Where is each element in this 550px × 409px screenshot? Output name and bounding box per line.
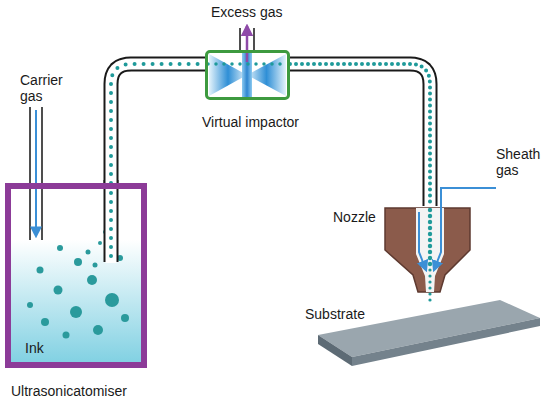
excess-gas-outlet xyxy=(239,28,241,51)
sheath-gas-flow xyxy=(434,188,496,270)
atomiser-label-holder: Ultrasonicatomiser xyxy=(11,382,127,400)
aerosol-beam xyxy=(428,250,432,254)
aerosol-beam xyxy=(428,220,432,224)
carrier-gas-label: Carrier gas xyxy=(20,72,76,104)
aerosol-beam xyxy=(428,244,432,248)
tube-wall xyxy=(111,64,205,183)
impactor-jet xyxy=(209,54,247,96)
ink-bubbles xyxy=(70,306,82,318)
aerosol-beam xyxy=(428,208,432,212)
aerosol-beam xyxy=(428,226,432,230)
aerosol-droplets xyxy=(111,64,205,183)
ink-bubbles xyxy=(63,332,70,339)
aerosol-beam xyxy=(428,214,432,218)
ink-bubbles xyxy=(93,325,103,335)
aerosol-beam xyxy=(428,292,431,295)
impactor-label: Virtual impactor xyxy=(202,114,299,130)
ink-bubbles xyxy=(98,241,102,245)
nozzle-label-holder: Nozzle xyxy=(333,208,376,226)
aerosol-beam xyxy=(428,280,431,283)
aerosol-droplets xyxy=(290,64,430,206)
ink-liquid xyxy=(8,186,144,365)
ink-label-holder: Ink xyxy=(25,339,44,357)
nozzle-channel xyxy=(416,208,444,292)
substrate: Substrate xyxy=(318,300,540,366)
aerosol-tube xyxy=(290,64,430,206)
aerosol-beam xyxy=(428,274,431,277)
nozzle-outline xyxy=(383,206,473,294)
sheath-gas-label: Sheath gas xyxy=(496,146,546,178)
substrate-side xyxy=(318,335,352,366)
ink-bubbles xyxy=(57,245,63,251)
substrate-side xyxy=(352,318,540,366)
ink-bubbles xyxy=(54,286,63,295)
ink-bubbles xyxy=(37,267,44,274)
aerosol-beam xyxy=(428,262,432,266)
ink-bubbles xyxy=(121,314,129,322)
impactor-jet xyxy=(208,62,288,66)
excess-gas-label: Excess gas xyxy=(211,4,283,20)
excess-gas-outlet xyxy=(253,28,255,51)
aerosol-beam xyxy=(428,208,432,302)
aerosol-beam xyxy=(428,268,431,271)
aerosol-tube-inlet xyxy=(104,180,119,262)
aerosol-beam xyxy=(428,286,431,289)
substrate-label: Substrate xyxy=(305,306,365,322)
aerosol-tube xyxy=(111,64,205,183)
aerosol-tube-inlet xyxy=(109,184,113,260)
sheath-gas-flow xyxy=(419,212,426,270)
ink-liquid xyxy=(8,186,144,365)
aerosol-beam xyxy=(428,238,432,242)
carrier-gas-inlet xyxy=(35,110,37,236)
aerosol-tube-inlet xyxy=(111,180,112,263)
excess-gas-outlet xyxy=(246,26,249,62)
tube-bore xyxy=(290,64,430,206)
impactor-jet xyxy=(247,54,286,96)
ink-bubbles xyxy=(93,263,98,268)
nozzle-label: Nozzle xyxy=(333,209,376,225)
ink-bubbles xyxy=(87,275,97,285)
atomiser-label: Ultrasonicatomiser xyxy=(11,383,127,399)
ink-bubbles xyxy=(105,293,119,307)
ultrasonic-atomiser: InkUltrasonicatomiser xyxy=(5,183,147,368)
aerosol-tube-inlet xyxy=(106,180,117,263)
carrier-gas-inlet xyxy=(29,107,31,240)
nozzle: Nozzle xyxy=(383,206,473,294)
ink-bubbles xyxy=(41,318,49,326)
carrier-gas-inlet xyxy=(41,107,43,240)
ink-bubbles xyxy=(27,302,33,308)
ink-bubbles xyxy=(74,258,82,266)
substrate-label-holder: Substrate xyxy=(305,305,365,323)
tube-bore xyxy=(111,64,205,183)
aerosol-beam xyxy=(428,232,432,236)
ink-label: Ink xyxy=(25,340,44,356)
aerosol-beam xyxy=(428,256,432,260)
impactor-label-holder: Virtual impactor xyxy=(202,113,299,131)
excess-gas-outlet xyxy=(240,26,254,62)
aerosol-beam xyxy=(428,298,431,301)
virtual-impactor: Virtual impactor xyxy=(205,50,290,100)
nozzle-body xyxy=(385,208,470,292)
carrier-gas-inlet xyxy=(30,107,42,240)
tube-wall xyxy=(290,64,430,206)
ink-bubbles xyxy=(86,250,91,255)
